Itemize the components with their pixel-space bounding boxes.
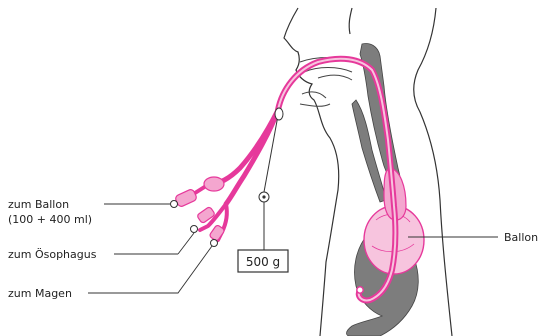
- leader-lines: [88, 204, 498, 293]
- label-stomach-port: zum Magen: [8, 287, 72, 300]
- label-balloon-volume: (100 + 400 ml): [8, 213, 92, 226]
- weight-label: 500 g: [246, 255, 280, 269]
- tube-tip: [357, 287, 363, 293]
- label-balloon-port: zum Ballon: [8, 198, 69, 211]
- label-balloon: Ballon: [504, 231, 538, 244]
- label-esophagus-port: zum Ösophagus: [8, 248, 97, 261]
